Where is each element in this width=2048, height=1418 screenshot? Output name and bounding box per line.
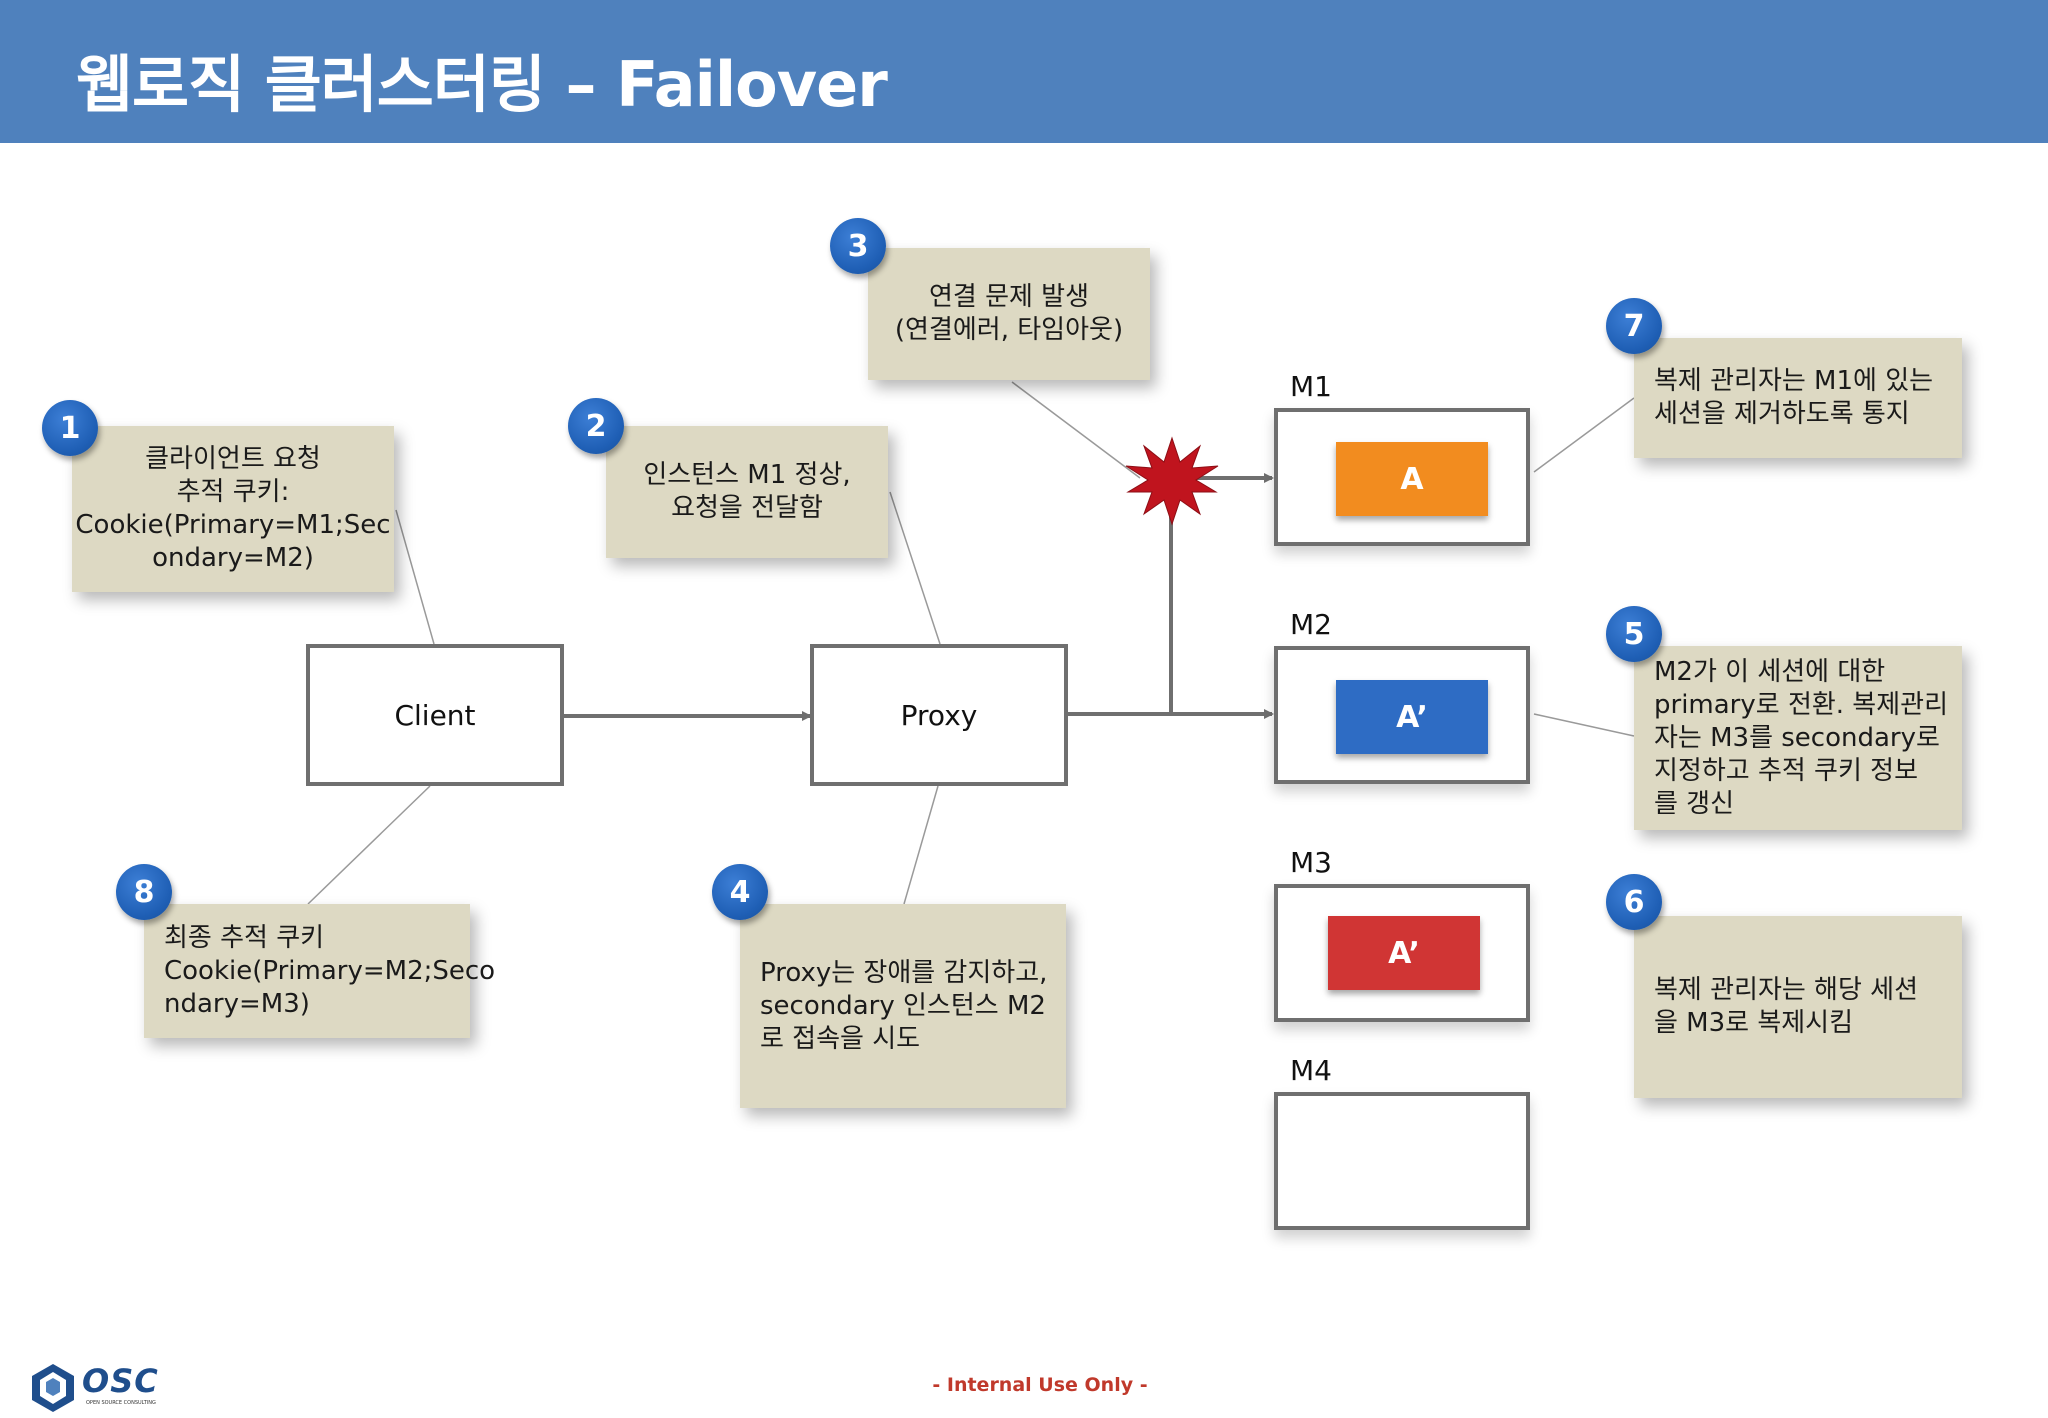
server-m1: A: [1274, 408, 1530, 546]
osc-logo-text: OSC: [82, 1362, 159, 1400]
step-badge-4: 4: [712, 864, 768, 920]
callout-line-4: [903, 785, 939, 905]
server-label-m2: M2: [1290, 608, 1332, 641]
session-a-m1: A: [1336, 442, 1488, 516]
server-label-m4: M4: [1290, 1054, 1332, 1087]
callout-line-7: [1533, 397, 1635, 473]
osc-logo: OSC OPEN SOURCE CONSULTING: [28, 1362, 178, 1412]
note-6: 복제 관리자는 해당 세션 을 M3로 복제시킴: [1634, 916, 1962, 1098]
session-a-prime-m3: A’: [1328, 916, 1480, 990]
step-badge-6: 6: [1606, 874, 1662, 930]
session-a-prime-m2: A’: [1336, 680, 1488, 754]
step-badge-3: 3: [830, 218, 886, 274]
proxy-label: Proxy: [900, 698, 978, 732]
title-bar: 웹로직 클러스터링 – Failover: [0, 0, 2048, 143]
callout-line-8: [307, 785, 431, 905]
callout-line-3: [1011, 381, 1141, 479]
step-badge-5: 5: [1606, 606, 1662, 662]
server-m3: A’: [1274, 884, 1530, 1022]
note-3: 연결 문제 발생 (연결에러, 타임아웃): [868, 248, 1150, 380]
note-7: 복제 관리자는 M1에 있는 세션을 제거하도록 통지: [1634, 338, 1962, 458]
step-badge-2: 2: [568, 398, 624, 454]
step-badge-8: 8: [116, 864, 172, 920]
note-1: 클라이언트 요청 추적 쿠키: Cookie(Primary=M1;Sec on…: [72, 426, 394, 592]
server-m2: A’: [1274, 646, 1530, 784]
proxy-node: Proxy: [810, 644, 1068, 786]
osc-logo-subtitle: OPEN SOURCE CONSULTING: [86, 1400, 156, 1406]
callout-line-2: [889, 491, 941, 645]
note-4: Proxy는 장애를 감지하고, secondary 인스턴스 M2 로 접속을…: [740, 904, 1066, 1108]
server-m4: [1274, 1092, 1530, 1230]
server-label-m3: M3: [1290, 846, 1332, 879]
client-node: Client: [306, 644, 564, 786]
callout-line-1: [395, 509, 435, 645]
osc-logo-icon: [32, 1364, 74, 1412]
page-title: 웹로직 클러스터링 – Failover: [76, 48, 888, 121]
callout-line-5: [1533, 713, 1635, 737]
server-label-m1: M1: [1290, 370, 1332, 403]
note-2: 인스턴스 M1 정상, 요청을 전달함: [606, 426, 888, 558]
client-label: Client: [394, 698, 476, 732]
note-5: M2가 이 세션에 대한 primary로 전환. 복제관리 자는 M3를 se…: [1634, 646, 1962, 830]
error-burst-icon: [1125, 436, 1219, 526]
step-badge-1: 1: [42, 400, 98, 456]
step-badge-7: 7: [1606, 298, 1662, 354]
footer-internal-use: - Internal Use Only -: [932, 1374, 1148, 1396]
note-8: 최종 추적 쿠키 Cookie(Primary=M2;Seco ndary=M3…: [144, 904, 495, 1038]
